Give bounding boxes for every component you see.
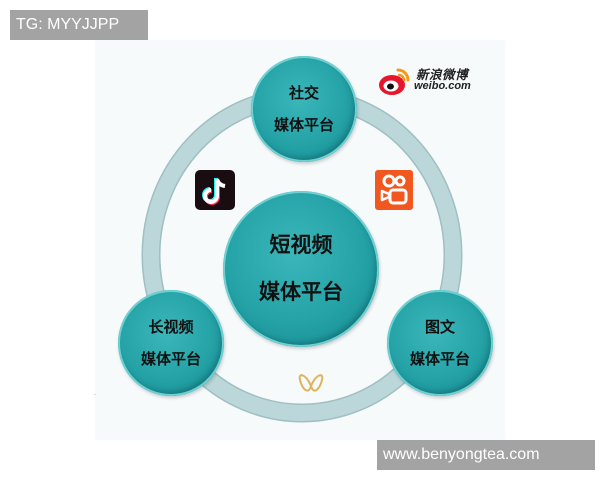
weibo-cn-label: 新浪微博	[416, 67, 469, 82]
tiny-artifact-mark: ·	[94, 392, 96, 399]
video-camera-icon	[380, 174, 408, 205]
weibo-icon	[379, 68, 410, 95]
weibo-en-label: weibo.com	[414, 80, 471, 92]
node-image-text: 图文 媒体平台	[387, 290, 493, 396]
node-social-media: 社交 媒体平台	[251, 56, 357, 162]
node-long-video-line2: 媒体平台	[140, 349, 201, 368]
node-long-video-line1: 长视频	[148, 317, 194, 336]
node-image-text-line2: 媒体平台	[409, 349, 470, 368]
butterfly-logo	[298, 374, 324, 392]
center-node-line2: 媒体平台	[259, 280, 343, 304]
kuaishou-logo	[375, 170, 413, 210]
center-node-line1: 短视频	[269, 233, 333, 257]
node-social-line2: 媒体平台	[273, 115, 334, 134]
douyin-logo	[195, 170, 235, 210]
node-short-video-center: 短视频 媒体平台	[223, 191, 379, 347]
music-note-icon	[202, 178, 226, 205]
node-long-video: 长视频 媒体平台	[118, 290, 224, 396]
node-image-text-line1: 图文	[424, 317, 455, 336]
watermark-bottom-right: www.benyongtea.com	[377, 440, 595, 470]
node-social-line1: 社交	[288, 83, 319, 102]
watermark-top-left: TG: MYYJJPP	[10, 10, 148, 40]
weibo-logo: 新浪微博 weibo.com	[378, 62, 478, 98]
